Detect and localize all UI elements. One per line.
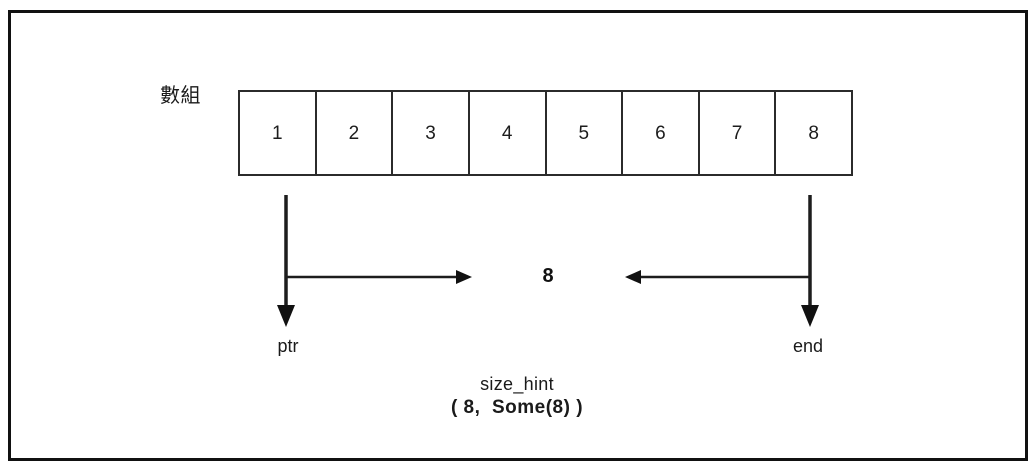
array-box: 1 2 3 4 5 6 7 8 bbox=[238, 90, 853, 176]
array-cell: 4 bbox=[469, 92, 547, 174]
array-cell: 3 bbox=[393, 92, 470, 174]
end-label: end bbox=[792, 336, 824, 356]
diagram-frame bbox=[8, 10, 1028, 461]
ptr-label: ptr bbox=[277, 336, 299, 356]
span-count-label: 8 bbox=[542, 265, 554, 287]
size-hint-title: size_hint bbox=[480, 374, 554, 394]
array-cell-value: 7 bbox=[731, 122, 743, 144]
array-cell-value: 8 bbox=[808, 122, 819, 144]
array-cell-value: 3 bbox=[425, 122, 436, 144]
array-cell-value: 5 bbox=[578, 122, 590, 144]
array-label: 數組 bbox=[160, 85, 201, 107]
array-cell-value: 2 bbox=[348, 122, 360, 144]
array-cell-value: 6 bbox=[655, 122, 666, 144]
array-cell: 8 bbox=[776, 92, 851, 174]
array-cell: 1 bbox=[240, 92, 317, 174]
array-cell: 5 bbox=[546, 92, 624, 174]
array-cell-value: 4 bbox=[501, 122, 513, 144]
size-hint-caption: size_hint ( 8, Some(8) ) bbox=[317, 372, 717, 420]
array-cell: 2 bbox=[316, 92, 394, 174]
size-hint-value: ( 8, Some(8) ) bbox=[450, 397, 584, 418]
array-cell: 6 bbox=[623, 92, 700, 174]
array-cell-value: 1 bbox=[272, 122, 283, 144]
array-cell: 7 bbox=[699, 92, 777, 174]
